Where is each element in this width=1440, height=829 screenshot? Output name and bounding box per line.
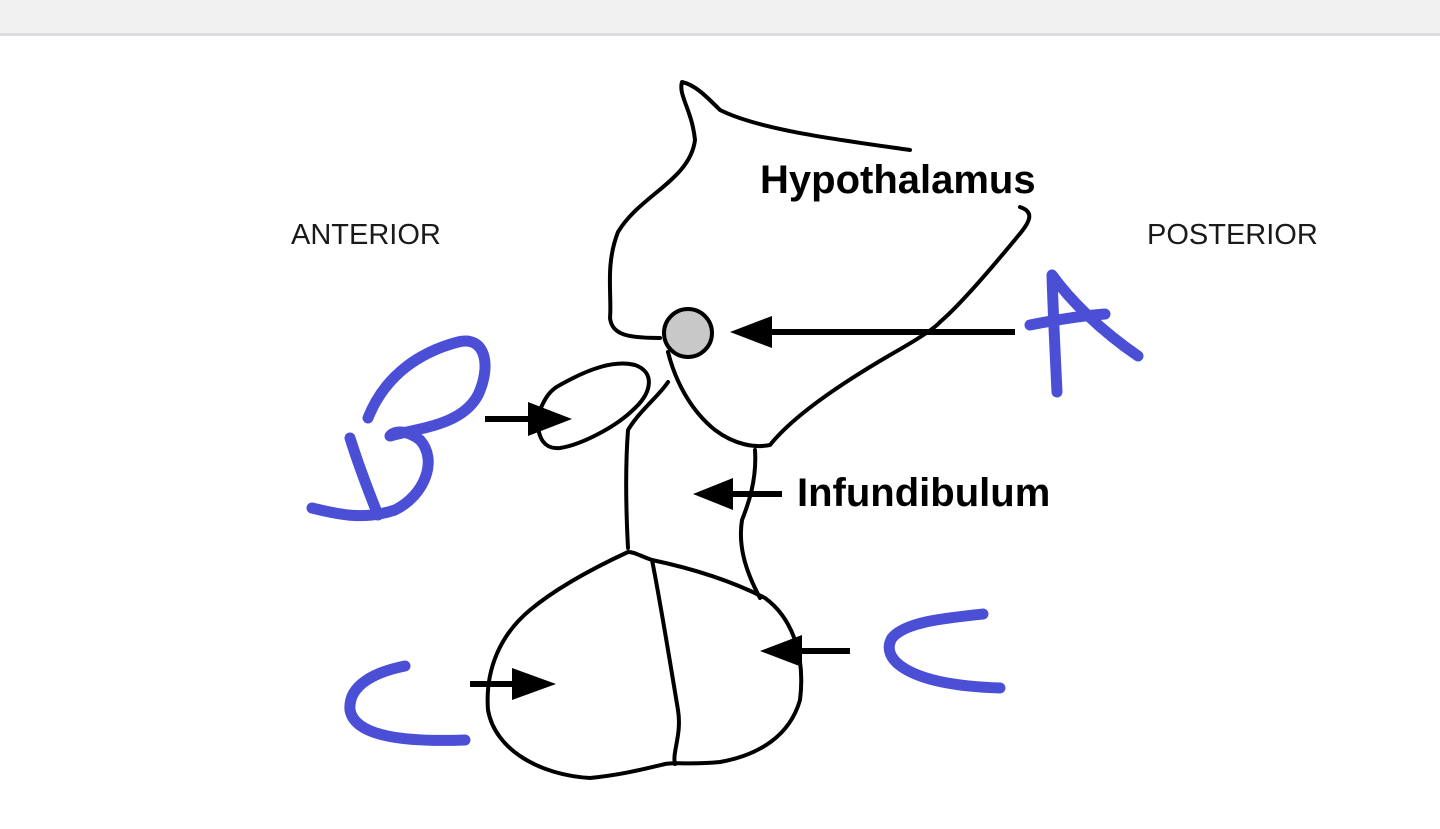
arrow-b-head <box>528 402 572 436</box>
handwritten-b <box>306 335 491 522</box>
handwritten-c-left <box>344 660 471 746</box>
arrow-c-right-head <box>760 635 802 667</box>
handwritten-c-right <box>883 608 1006 694</box>
arrow-c-left-head <box>512 668 556 700</box>
stalk-left-outline <box>624 380 670 550</box>
label-infundibulum: Infundibulum <box>797 471 1050 515</box>
hypothalamus-outline <box>607 80 912 340</box>
pituitary-division-line <box>650 558 681 766</box>
arrow-infundibulum-head <box>693 478 733 510</box>
browser-top-bar <box>0 0 1440 36</box>
pituitary-outline <box>485 550 804 780</box>
stalk-upper-outline <box>666 320 942 449</box>
pars-tuberalis-outline <box>536 361 651 451</box>
stalk-right-outline <box>738 448 762 600</box>
hypothalamic-nucleus <box>662 307 714 359</box>
handwritten-a <box>1024 269 1144 398</box>
arrow-a-head <box>730 316 772 348</box>
label-anterior: ANTERIOR <box>291 219 441 251</box>
hypothalamus-right-outline <box>938 205 1032 324</box>
label-hypothalamus: Hypothalamus <box>760 158 1036 202</box>
label-posterior: POSTERIOR <box>1147 219 1318 251</box>
